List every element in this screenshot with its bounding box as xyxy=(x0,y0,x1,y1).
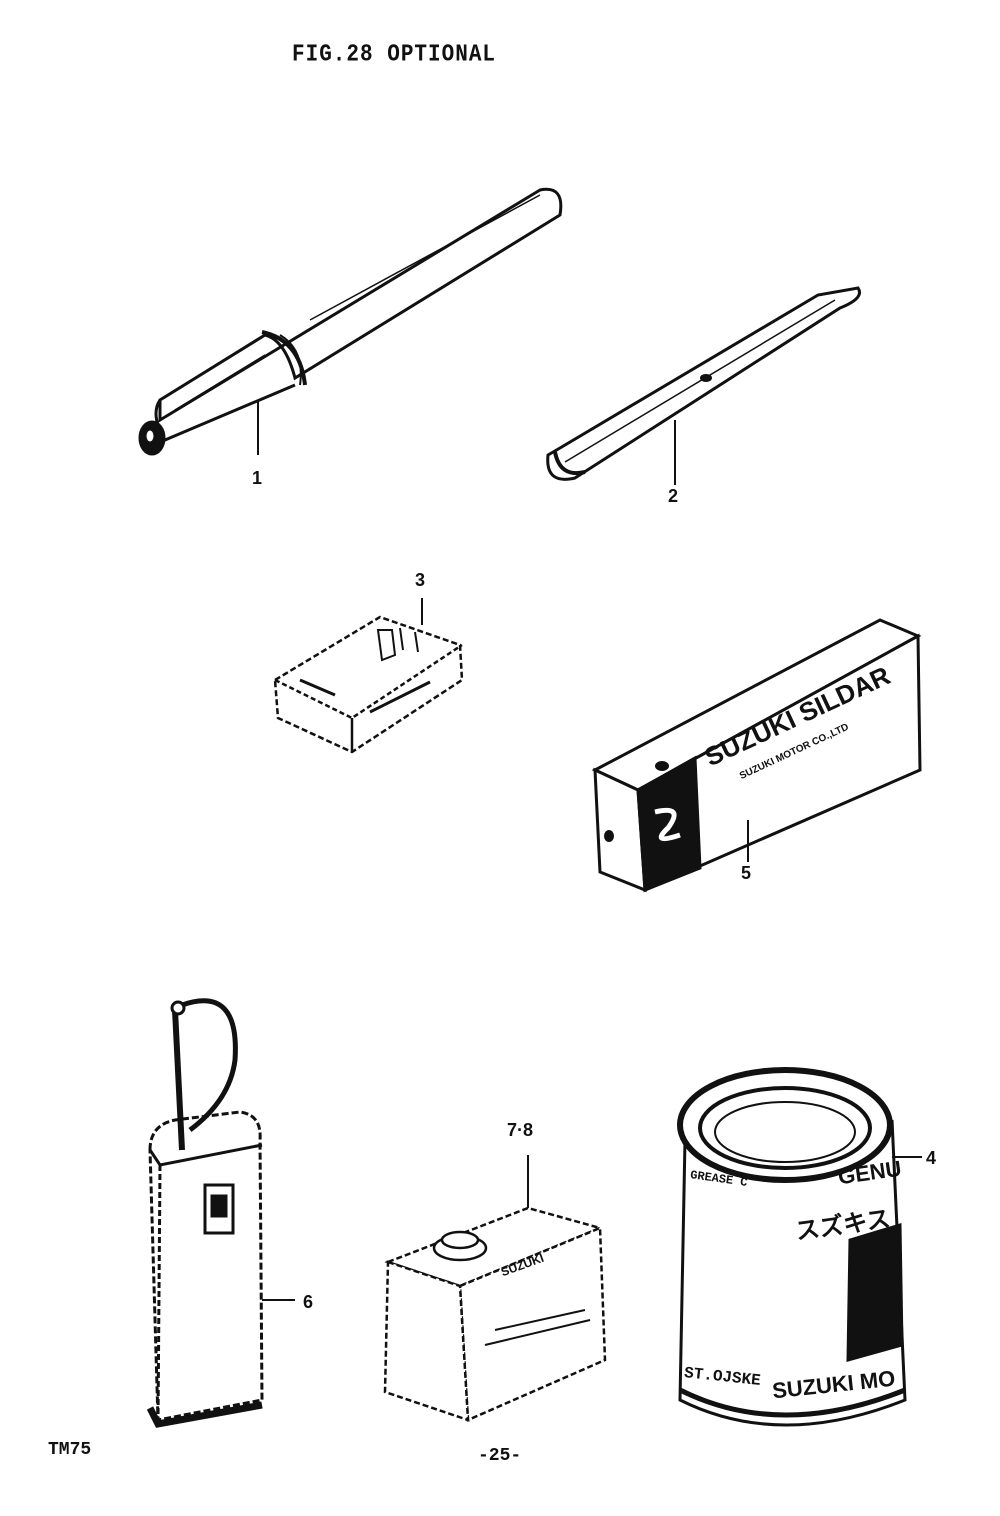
callout-2: 2 xyxy=(668,486,679,506)
part-4-grease-can xyxy=(677,1067,922,1427)
callout-5: 5 xyxy=(741,863,752,883)
part-2-rod xyxy=(546,286,861,485)
callout-3: 3 xyxy=(415,570,426,590)
model-code: TM75 xyxy=(48,1440,92,1460)
part-5-sildar-box xyxy=(591,618,922,893)
part-1-tube xyxy=(138,187,563,456)
callout-4: 4 xyxy=(926,1148,937,1168)
figure-title: FIG.28 OPTIONAL xyxy=(292,42,497,69)
part-3-block xyxy=(273,598,464,754)
part-6-bottle xyxy=(146,998,295,1428)
part-7-8-tin xyxy=(383,1155,607,1422)
callout-7-8: 7·8 xyxy=(507,1120,534,1140)
callout-1: 1 xyxy=(252,468,263,488)
callout-6: 6 xyxy=(303,1292,314,1312)
page-number: -25- xyxy=(478,1446,522,1466)
